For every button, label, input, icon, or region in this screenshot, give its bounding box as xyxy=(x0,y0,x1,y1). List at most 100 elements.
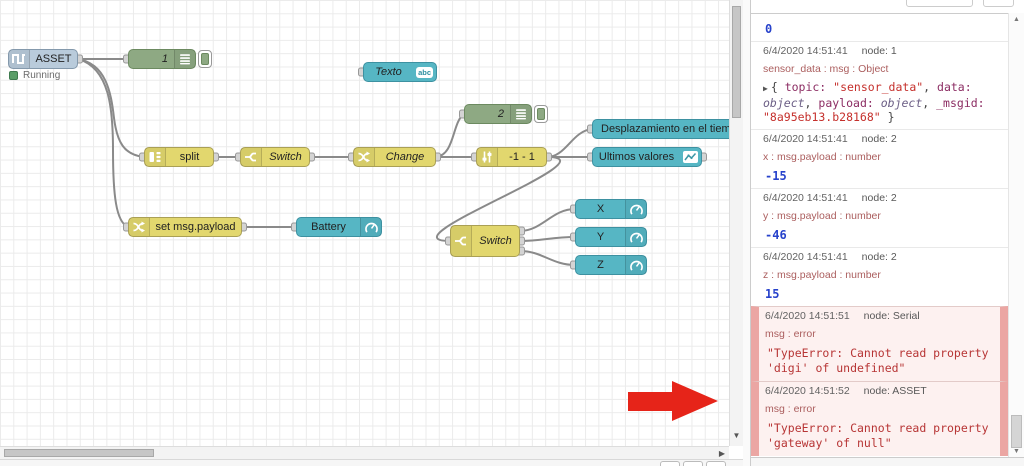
node-change[interactable]: Change xyxy=(353,147,436,167)
wire[interactable] xyxy=(519,208,576,232)
wire[interactable] xyxy=(436,156,561,242)
node-label: 2 xyxy=(497,108,504,120)
zoom-in-button[interactable] xyxy=(706,461,726,466)
debug-meta: 6/4/2020 14:51:41 node: 1 xyxy=(763,45,996,57)
range-sliders-icon xyxy=(477,148,498,166)
node-label: Y xyxy=(596,231,605,243)
square-wave-icon xyxy=(9,50,30,68)
debug-value: 0 xyxy=(765,22,773,36)
node-switch-top[interactable]: Switch xyxy=(240,147,310,167)
node-gauge-z[interactable]: Z xyxy=(575,255,647,275)
status-text: Running xyxy=(23,70,61,81)
debug-property: sensor_data : msg : Object xyxy=(763,63,889,75)
debug-message: 6/4/2020 14:51:41 node: 2 z : msg.payload… xyxy=(751,247,1008,306)
node-gauge-y[interactable]: Y xyxy=(575,227,647,247)
debug-clear-button[interactable] xyxy=(983,0,1014,7)
debug-toggle-button[interactable] xyxy=(198,50,212,68)
switch-fork-icon xyxy=(451,226,472,256)
wire[interactable] xyxy=(519,250,576,266)
canvas-footer xyxy=(0,459,743,466)
zoom-out-button[interactable] xyxy=(660,461,680,466)
scroll-down-icon[interactable]: ▼ xyxy=(732,431,741,440)
wire[interactable] xyxy=(546,128,593,158)
debug-message: 6/4/2020 14:51:41 node: 1 sensor_data : m… xyxy=(751,41,1008,129)
debug-message-list[interactable]: 0 6/4/2020 14:51:41 node: 1 sensor_data :… xyxy=(751,13,1008,457)
debug-toggle-state xyxy=(537,108,545,120)
node-asset[interactable]: ASSET xyxy=(8,49,78,69)
scroll-right-icon[interactable]: ▶ xyxy=(718,449,725,458)
debug-message: 0 xyxy=(751,13,1008,41)
flow-canvas[interactable]: ASSET Running 1 Texto abc 2 xyxy=(0,0,729,446)
debug-timestamp: 6/4/2020 14:51:41 xyxy=(763,45,848,57)
debug-timestamp: 6/4/2020 14:51:52 xyxy=(765,385,850,397)
node-label: Texto xyxy=(375,66,402,78)
debug-timestamp: 6/4/2020 14:51:41 xyxy=(763,192,848,204)
panel-footer xyxy=(751,457,1024,466)
gauge-icon xyxy=(625,256,646,274)
debug-message: 6/4/2020 14:51:41 node: 2 y : msg.payload… xyxy=(751,188,1008,247)
debug-property: z : msg.payload : number xyxy=(763,269,881,281)
node-debug-1[interactable]: 1 xyxy=(128,49,196,69)
horizontal-scroll-thumb[interactable] xyxy=(4,449,154,457)
debug-filter-button[interactable] xyxy=(906,0,973,7)
zoom-reset-button[interactable] xyxy=(683,461,703,466)
debug-error-text: "TypeError: Cannot read property 'digi' … xyxy=(767,346,989,375)
canvas-horizontal-scrollbar[interactable]: ▶ xyxy=(0,446,729,459)
wire[interactable] xyxy=(77,58,145,158)
debug-toggle-state xyxy=(201,53,209,65)
debug-source-node: node: Serial xyxy=(863,310,920,322)
panel-scrollbar[interactable]: ▲ ▼ xyxy=(1008,13,1024,457)
status-dot-icon xyxy=(9,71,18,80)
debug-toolbar xyxy=(751,0,1024,14)
node-label: Switch xyxy=(269,151,302,163)
panel-splitter[interactable] xyxy=(743,0,750,466)
node-label: Ultimos valores xyxy=(598,151,675,163)
node-switch-bottom[interactable]: Switch xyxy=(450,225,520,257)
node-label: set msg.payload xyxy=(155,221,236,233)
scroll-down-icon[interactable]: ▼ xyxy=(1013,448,1020,455)
node-set-msg-payload[interactable]: set msg.payload xyxy=(128,217,242,237)
abc-text-icon: abc xyxy=(416,66,433,78)
debug-toggle-button[interactable] xyxy=(534,105,548,123)
node-texto[interactable]: Texto abc xyxy=(363,62,437,82)
debug-timestamp: 6/4/2020 14:51:41 xyxy=(763,133,848,145)
debug-source-node: node: 2 xyxy=(861,251,897,263)
scroll-up-icon[interactable]: ▲ xyxy=(1013,16,1020,23)
debug-source-node: node: 2 xyxy=(861,192,897,204)
debug-timestamp: 6/4/2020 14:51:41 xyxy=(763,251,848,263)
vertical-scroll-thumb[interactable] xyxy=(732,6,741,118)
node-label: Desplazamiento en el tiempo xyxy=(601,123,729,135)
canvas-vertical-scrollbar[interactable]: ▼ xyxy=(729,0,743,446)
debug-value: -15 xyxy=(765,169,787,183)
node-label: Z xyxy=(597,259,604,271)
node-debug-2[interactable]: 2 xyxy=(464,104,532,124)
node-gauge-x[interactable]: X xyxy=(575,199,647,219)
wire[interactable] xyxy=(519,236,576,242)
node-range[interactable]: -1 - 1 xyxy=(476,147,547,167)
debug-source-node: node: 1 xyxy=(861,45,897,57)
debug-object: ▶{ topic: "sensor_data", data: object, p… xyxy=(763,80,996,124)
debug-meta: 6/4/2020 14:51:51 node: Serial xyxy=(765,310,994,322)
debug-meta: 6/4/2020 14:51:41 node: 2 xyxy=(763,192,996,204)
node-ultimos-valores[interactable]: Ultimos valores xyxy=(592,147,702,167)
wire[interactable] xyxy=(435,113,465,158)
debug-list-icon xyxy=(174,50,195,68)
gauge-icon xyxy=(360,218,381,236)
node-desplazamiento[interactable]: Desplazamiento en el tiempo xyxy=(592,119,729,139)
node-battery[interactable]: Battery xyxy=(296,217,382,237)
panel-scroll-thumb[interactable] xyxy=(1011,415,1022,448)
debug-timestamp: 6/4/2020 14:51:51 xyxy=(765,310,850,322)
wire[interactable] xyxy=(77,58,129,228)
debug-property: x : msg.payload : number xyxy=(763,151,881,163)
debug-property: y : msg.payload : number xyxy=(763,210,881,222)
node-split[interactable]: split xyxy=(144,147,214,167)
node-label: ASSET xyxy=(35,53,72,65)
red-arrow-annotation xyxy=(628,381,718,421)
expand-toggle-icon[interactable]: ▶ xyxy=(763,84,768,93)
